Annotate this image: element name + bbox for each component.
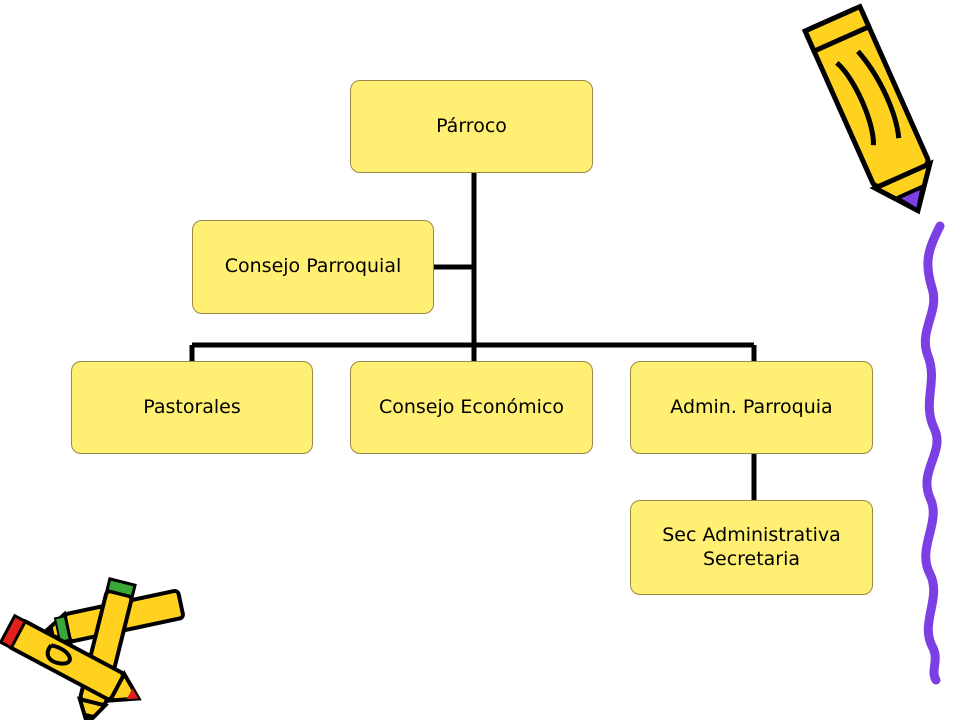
pencil-icon bbox=[801, 3, 934, 215]
squiggle-icon bbox=[920, 221, 945, 685]
node-sec-line1: Sec Administrativa bbox=[662, 523, 841, 546]
node-sec-line2: Secretaria bbox=[702, 547, 801, 570]
crossed-pencils-icon bbox=[0, 577, 185, 720]
node-admin-parroquia: Admin. Parroquia bbox=[630, 361, 873, 454]
node-pastorales-label: Pastorales bbox=[143, 395, 241, 418]
node-consejo-economico: Consejo Económico bbox=[350, 361, 593, 454]
node-consejo-parroquial: Consejo Parroquial bbox=[192, 220, 434, 314]
node-pastorales: Pastorales bbox=[71, 361, 313, 454]
node-admin-parroquia-label: Admin. Parroquia bbox=[670, 395, 833, 418]
node-sec-administrativa: Sec Administrativa Secretaria bbox=[630, 500, 873, 595]
node-parroco-label: Párroco bbox=[436, 114, 507, 137]
node-consejo-parroquial-label: Consejo Parroquial bbox=[224, 255, 402, 278]
node-consejo-economico-label: Consejo Económico bbox=[378, 395, 565, 418]
node-parroco: Párroco bbox=[350, 80, 593, 173]
